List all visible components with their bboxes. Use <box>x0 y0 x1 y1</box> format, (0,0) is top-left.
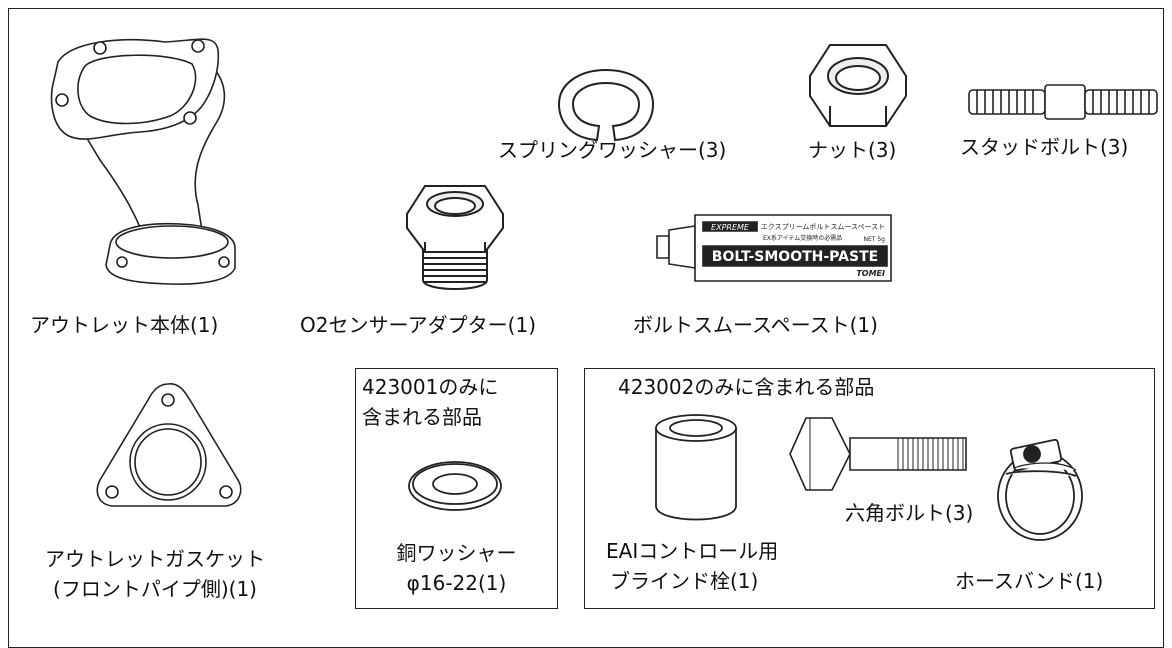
tube-jp-name: エクスプリームボルトスムースペースト <box>761 223 885 231</box>
hose-band-image <box>990 430 1090 544</box>
o2-sensor-adapter-label: O2センサーアダプター(1) <box>300 313 536 337</box>
copper-washer-label-line1: 銅ワッシャー <box>396 541 517 565</box>
hex-bolt-label: 六角ボルト(3) <box>845 501 974 525</box>
copper-washer-image <box>405 458 505 514</box>
spring-washer-label: スプリングワッシャー(3) <box>498 138 727 162</box>
tube-maker: TOMEI <box>856 269 885 278</box>
nut-label: ナット(3) <box>808 138 897 162</box>
group-423002-title: 423002のみに含まれる部品 <box>618 375 875 399</box>
outlet-body-label: アウトレット本体(1) <box>30 313 219 337</box>
bolt-paste-label: ボルトスムースペースト(1) <box>633 313 878 337</box>
hose-band-label: ホースバンド(1) <box>955 569 1104 593</box>
tube-jp-sub: EX系アイテム交換時の必需品 <box>763 234 842 242</box>
blind-plug-label-line1: EAIコントロール用 <box>606 539 779 563</box>
nut-image <box>808 40 908 136</box>
o2-sensor-adapter-image <box>405 182 505 298</box>
group-423001-title-line1: 423001のみに <box>362 375 499 399</box>
gasket-label-line2: (フロントパイプ側)(1) <box>53 577 257 601</box>
tube-brand: EXPREME <box>711 223 750 232</box>
copper-washer-label-line2: φ16-22(1) <box>406 571 507 595</box>
blind-plug-image <box>652 412 740 524</box>
bolt-paste-tube-image: EXPREME エクスプリームボルトスムースペースト EX系アイテム交換時の必需… <box>655 212 895 284</box>
gasket-label-line1: アウトレットガスケット <box>45 547 265 571</box>
group-423001-box <box>355 368 558 609</box>
tube-product: BOLT-SMOOTH-PASTE <box>712 249 878 265</box>
group-423002-box <box>584 368 1155 609</box>
group-423001-title-line2: 含まれる部品 <box>362 405 482 429</box>
spring-washer-image <box>555 66 657 144</box>
outlet-gasket-image <box>90 380 250 520</box>
tube-net: NET 5g <box>864 236 886 243</box>
hex-bolt-image <box>788 416 970 494</box>
stud-bolt-label: スタッドボルト(3) <box>960 135 1129 159</box>
blind-plug-label-line2: ブラインド栓(1) <box>610 569 759 593</box>
stud-bolt-image <box>965 82 1161 122</box>
outlet-body-image <box>30 30 250 300</box>
